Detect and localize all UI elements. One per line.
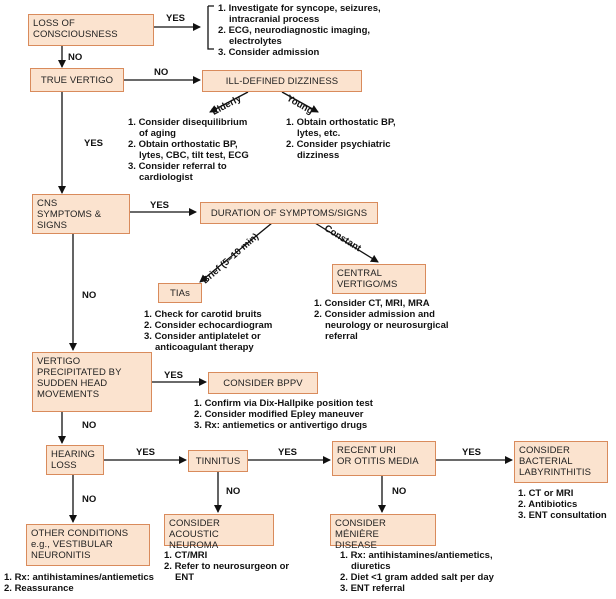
note-item: 2. Obtain orthostatic BP, bbox=[128, 139, 238, 150]
notes-meniere: 1. Rx: antihistamines/antiemetics, diure… bbox=[340, 550, 494, 594]
label-yes-uri: YES bbox=[462, 447, 482, 458]
label-yes-hearing: YES bbox=[136, 447, 156, 458]
note-item: cardiologist bbox=[139, 172, 193, 183]
note-item: 2. ECG, neurodiagnostic imaging, bbox=[218, 25, 371, 36]
note-item: of aging bbox=[139, 128, 176, 139]
note-item: 2. Diet <1 gram added salt per day bbox=[340, 572, 494, 583]
note-item: 1. Investigate for syncope, seizures, bbox=[218, 3, 381, 14]
notes-loc: 1. Investigate for syncope, seizures, in… bbox=[218, 3, 381, 58]
note-item: 2. Consider psychiatric bbox=[286, 139, 391, 150]
box-true-vertigo: TRUE VERTIGO bbox=[30, 68, 124, 92]
notes-central: 1. Consider CT, MRI, MRA 2. Consider adm… bbox=[314, 298, 449, 342]
label-no-precip: NO bbox=[82, 420, 97, 431]
notes-acoustic: 1. CT/MRI 2. Refer to neurosurgeon or EN… bbox=[164, 550, 289, 583]
label-no-cns: NO bbox=[82, 290, 97, 301]
label-yes-vertigo: YES bbox=[84, 138, 104, 149]
bracket-loc-notes bbox=[207, 5, 214, 50]
arrow-elderly bbox=[209, 91, 249, 113]
note-item: 2. Reassurance bbox=[4, 583, 74, 594]
note-item: 2. Consider echocardiogram bbox=[144, 320, 273, 331]
note-item: 1. Obtain orthostatic BP, bbox=[286, 117, 396, 128]
note-item: dizziness bbox=[297, 150, 340, 161]
label-no-vertigo: NO bbox=[154, 67, 169, 78]
note-item: ENT bbox=[175, 572, 194, 583]
note-item: 3. Consider antiplatelet or bbox=[144, 331, 261, 342]
arrow-young bbox=[281, 91, 319, 113]
notes-young: 1. Obtain orthostatic BP, lytes, etc. 2.… bbox=[286, 117, 396, 161]
note-item: 3. Consider admission bbox=[218, 47, 320, 58]
note-item: 1. Rx: antihistamines/antiemetics bbox=[4, 572, 154, 583]
label-no-uri: NO bbox=[392, 486, 407, 497]
notes-bppv: 1. Confirm via Dix-Hallpike position tes… bbox=[194, 398, 373, 431]
label-no-loc: NO bbox=[68, 52, 83, 63]
box-consider-bppv: CONSIDER BPPV bbox=[208, 372, 318, 394]
note-item: 2. Refer to neurosurgeon or bbox=[164, 561, 290, 572]
notes-labyrinthitis: 1. CT or MRI 2. Antibiotics 3. ENT consu… bbox=[518, 488, 607, 521]
note-item: anticoagulant therapy bbox=[155, 342, 254, 353]
note-item: lytes, etc. bbox=[297, 128, 341, 139]
box-tias: TIAs bbox=[158, 283, 202, 303]
note-item: 3. Rx: antiemetics or antivertigo drugs bbox=[194, 420, 368, 431]
notes-elderly: 1. Consider disequilibrium of aging 2. O… bbox=[128, 117, 249, 183]
note-item: 3. ENT consultation bbox=[518, 510, 607, 521]
note-item: 3. ENT referral bbox=[340, 583, 405, 594]
note-item: intracranial process bbox=[229, 14, 320, 25]
note-item: 3. Consider referral to bbox=[128, 161, 227, 172]
label-yes-loc: YES bbox=[166, 13, 186, 24]
note-item: diuretics bbox=[351, 561, 391, 572]
note-item: lytes, CBC, tilt test, ECG bbox=[139, 150, 249, 161]
note-item: 1. Consider CT, MRI, MRA bbox=[314, 298, 430, 309]
box-ill-defined-dizziness: ILL-DEFINED DIZZINESS bbox=[202, 70, 362, 92]
note-item: 1. CT or MRI bbox=[518, 488, 574, 499]
notes-other: 1. Rx: antihistamines/antiemetics 2. Rea… bbox=[4, 572, 154, 594]
note-item: electrolytes bbox=[229, 36, 282, 47]
box-tinnitus: TINNITUS bbox=[188, 450, 248, 472]
arrow-brief bbox=[199, 222, 273, 283]
notes-tias: 1. Check for carotid bruits 2. Consider … bbox=[144, 309, 272, 353]
note-item: 1. Rx: antihistamines/antiemetics, bbox=[340, 550, 493, 561]
note-item: 2. Consider modified Epley maneuver bbox=[194, 409, 364, 420]
label-yes-cns: YES bbox=[150, 200, 170, 211]
note-item: 1. CT/MRI bbox=[164, 550, 208, 561]
label-no-tinnitus: NO bbox=[226, 486, 241, 497]
note-item: 1. Consider disequilibrium bbox=[128, 117, 248, 128]
label-no-hearing: NO bbox=[82, 494, 97, 505]
note-item: neurology or neurosurgical bbox=[325, 320, 449, 331]
note-item: 1. Check for carotid bruits bbox=[144, 309, 262, 320]
arrow-constant bbox=[314, 222, 379, 263]
note-item: 1. Confirm via Dix-Hallpike position tes… bbox=[194, 398, 373, 409]
label-yes-precip: YES bbox=[164, 370, 184, 381]
label-yes-tinnitus: YES bbox=[278, 447, 298, 458]
note-item: 2. Consider admission and bbox=[314, 309, 435, 320]
note-item: referral bbox=[325, 331, 358, 342]
box-duration: DURATION OF SYMPTOMS/SIGNS bbox=[200, 202, 378, 224]
note-item: 2. Antibiotics bbox=[518, 499, 578, 510]
